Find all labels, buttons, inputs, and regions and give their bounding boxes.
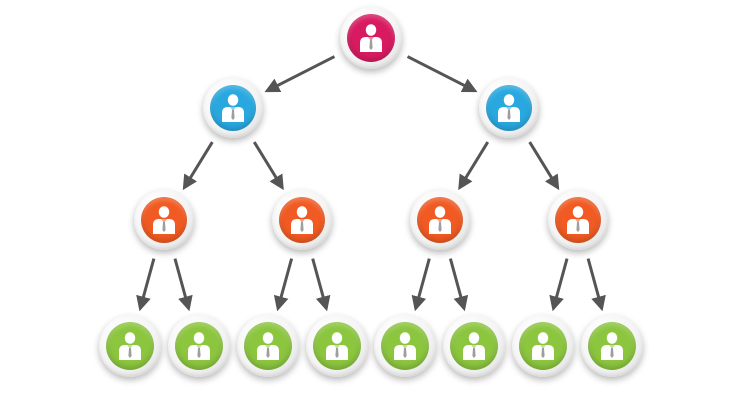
node-disc — [210, 85, 257, 131]
person-icon — [256, 332, 279, 360]
person-icon — [222, 94, 245, 122]
connector-arrow — [182, 141, 214, 191]
org-node-staff-11[interactable] — [443, 315, 506, 377]
connector-arrow — [448, 258, 469, 312]
connector-arrow — [252, 141, 284, 191]
org-node-staff-6[interactable] — [236, 315, 299, 377]
connector-arrow — [311, 258, 331, 312]
node-disc — [347, 14, 395, 62]
node-disc — [381, 322, 430, 370]
org-node-lead-2[interactable] — [134, 190, 195, 250]
org-node-staff-3[interactable] — [99, 315, 161, 377]
person-icon — [187, 332, 210, 360]
connector-arrow — [273, 258, 294, 312]
node-disc — [554, 197, 601, 243]
org-node-staff-13[interactable] — [512, 315, 575, 377]
org-node-manager-1[interactable] — [203, 78, 264, 138]
connector-arrow — [173, 258, 193, 312]
node-disc — [174, 322, 223, 370]
connector-arrow — [136, 258, 156, 312]
person-icon — [360, 24, 382, 52]
person-icon — [394, 332, 417, 360]
person-icon — [153, 206, 176, 234]
org-node-staff-14[interactable] — [581, 315, 643, 377]
connector-arrow — [549, 258, 569, 312]
org-node-staff-10[interactable] — [374, 315, 437, 377]
node-disc — [519, 322, 568, 370]
person-icon — [119, 332, 141, 360]
connector-arrow — [586, 258, 606, 312]
node-disc — [588, 322, 636, 370]
org-node-lead-9[interactable] — [409, 190, 470, 250]
org-node-manager-8[interactable] — [478, 78, 539, 138]
person-icon — [325, 332, 348, 360]
connector-arrow — [528, 141, 560, 191]
person-icon — [601, 332, 623, 360]
node-disc — [279, 197, 326, 243]
person-icon — [428, 206, 451, 234]
person-icon — [463, 332, 486, 360]
org-node-staff-7[interactable] — [305, 315, 368, 377]
org-node-lead-5[interactable] — [272, 190, 333, 250]
node-disc — [416, 197, 463, 243]
node-disc — [312, 322, 361, 370]
connector-arrow — [406, 55, 478, 93]
node-disc — [243, 322, 292, 370]
org-node-top-0[interactable] — [340, 7, 402, 69]
connector-arrow — [411, 258, 431, 312]
node-disc — [450, 322, 499, 370]
node-disc — [106, 322, 154, 370]
person-icon — [532, 332, 555, 360]
connector-arrow — [264, 55, 336, 93]
node-disc — [141, 197, 188, 243]
person-icon — [566, 206, 589, 234]
person-icon — [497, 94, 520, 122]
connector-arrow — [458, 141, 490, 191]
org-node-staff-4[interactable] — [167, 315, 230, 377]
node-disc — [485, 85, 532, 131]
person-icon — [291, 206, 314, 234]
org-node-lead-12[interactable] — [547, 190, 608, 250]
